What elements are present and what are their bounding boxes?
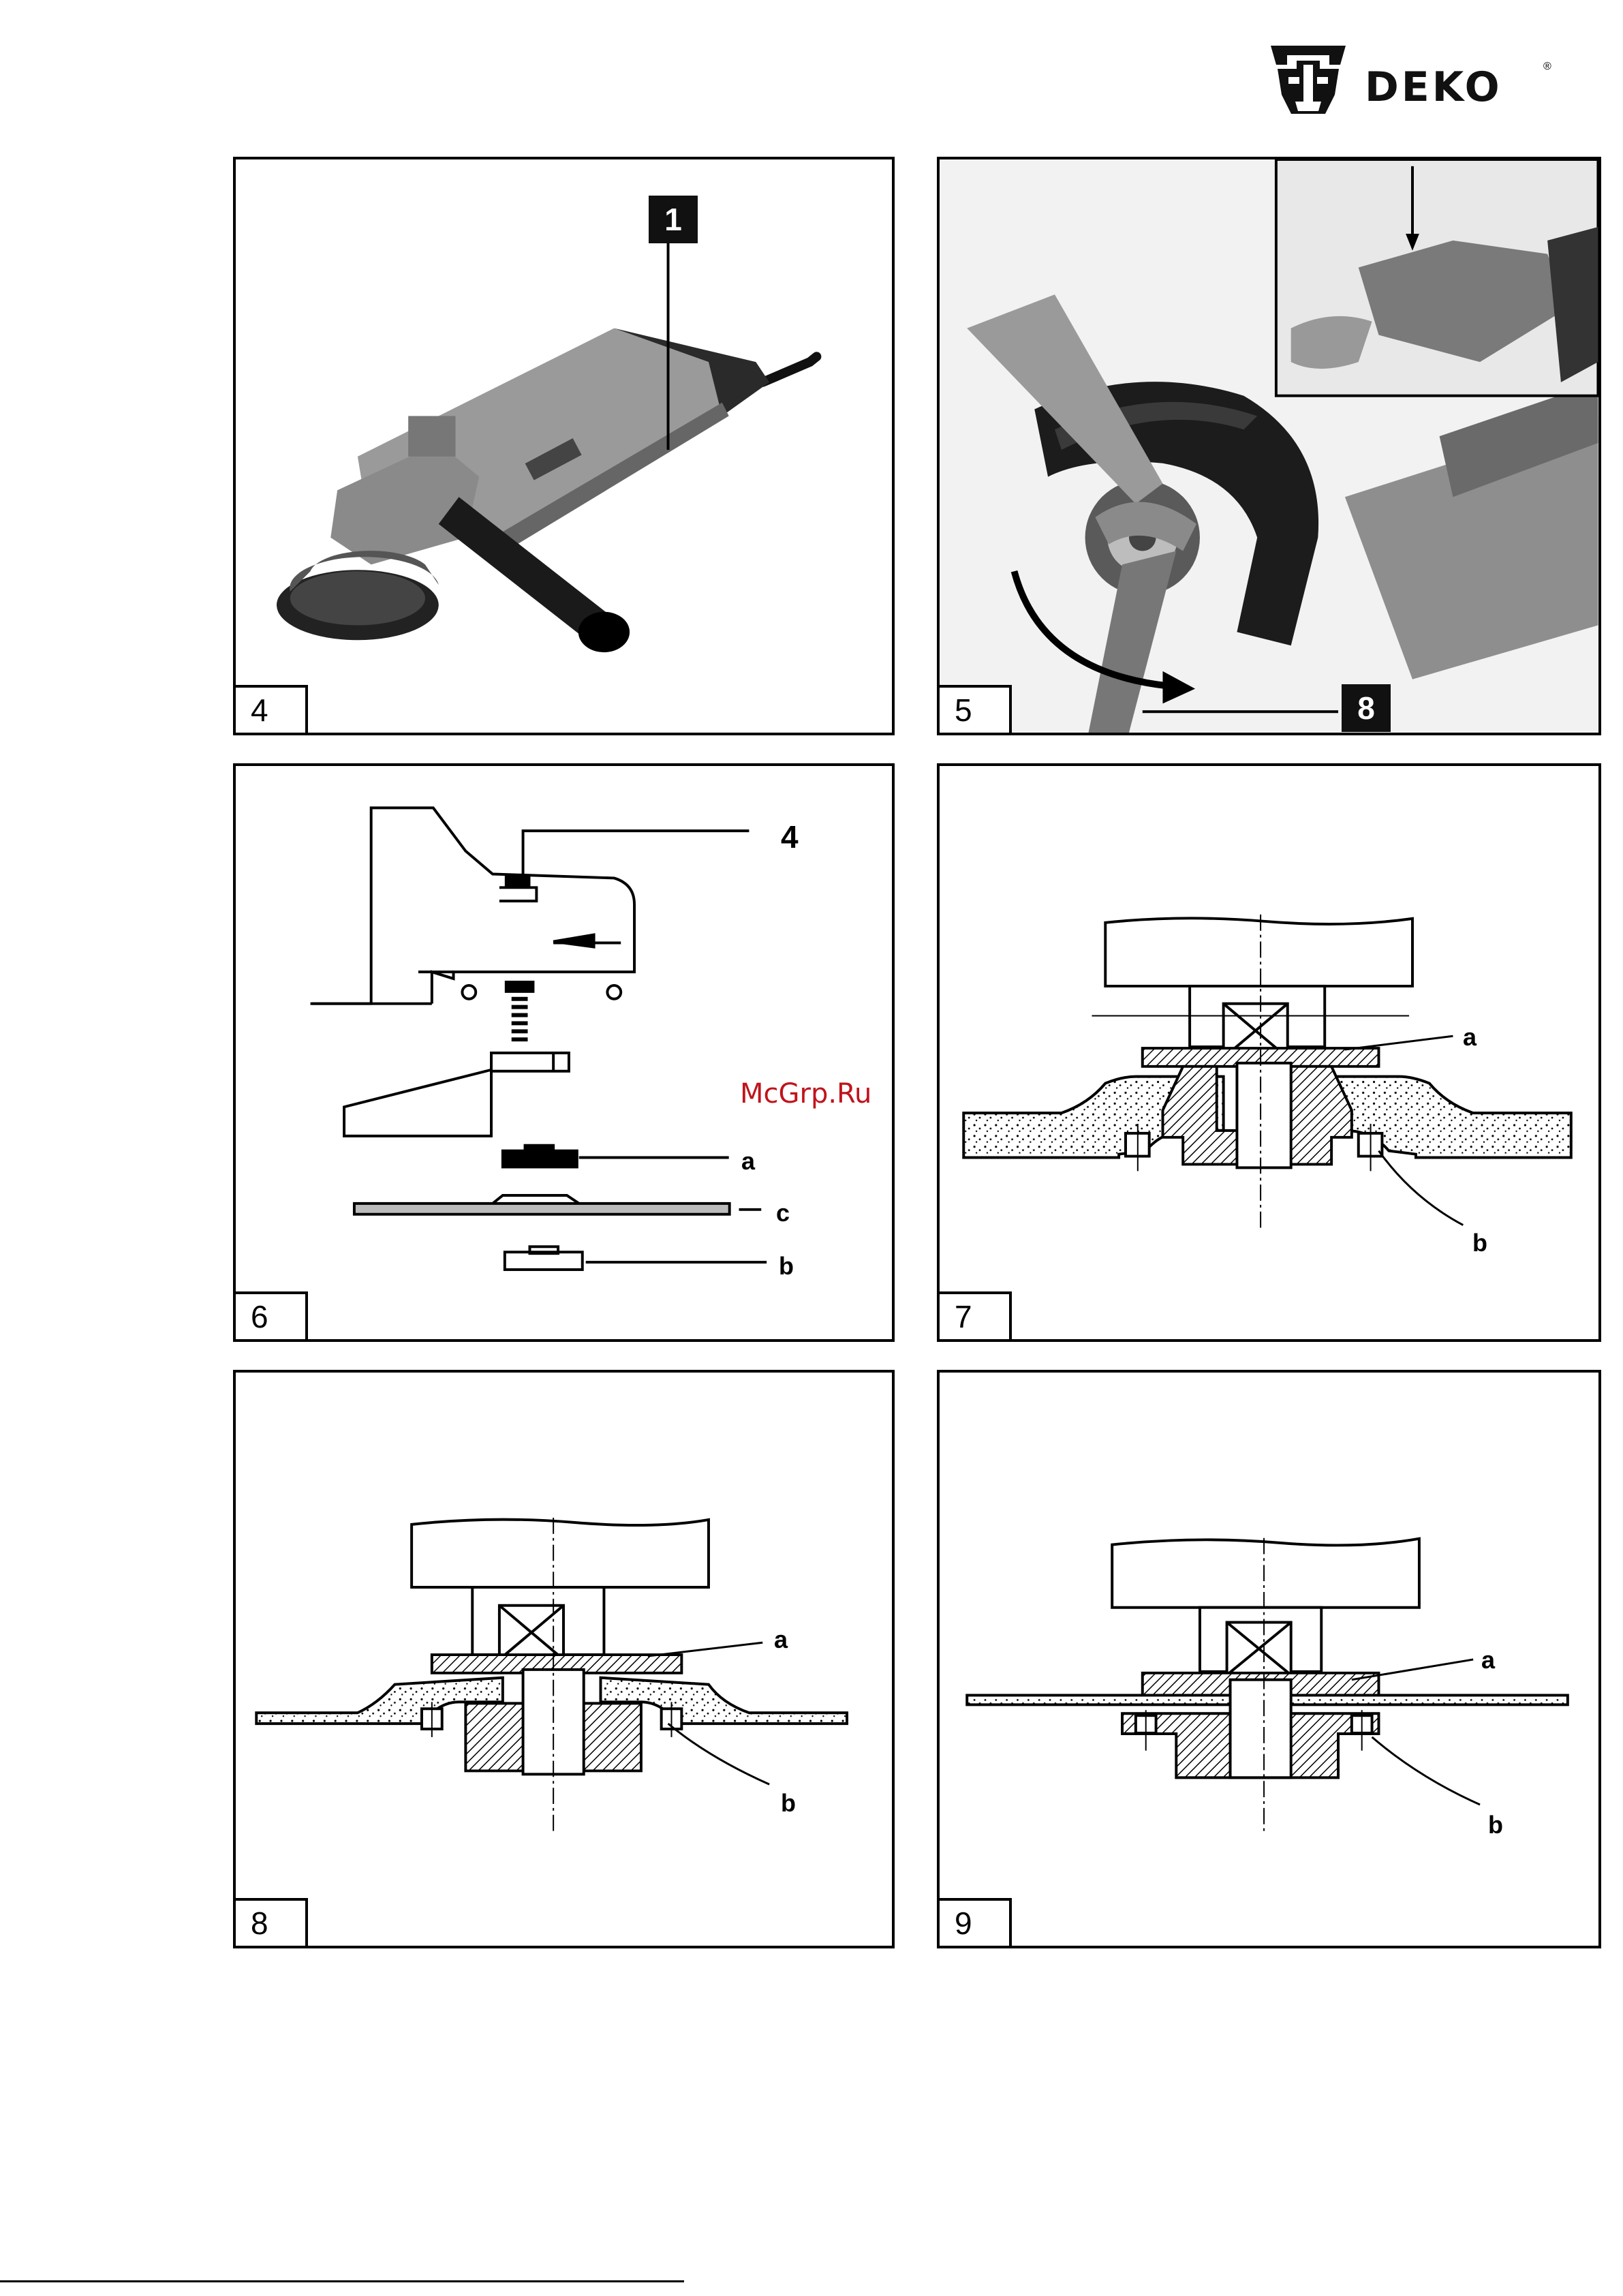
helmet-icon (1264, 37, 1352, 126)
figure-number: 7 (940, 1291, 1012, 1339)
figure-number: 5 (940, 685, 1012, 733)
wrench-disc-removal-photo (940, 159, 1598, 733)
label-b: b (1488, 1811, 1503, 1839)
label-a: a (774, 1626, 788, 1653)
label-a: a (1463, 1024, 1477, 1051)
figure-9-panel: a b 9 (937, 1370, 1601, 1948)
figure-number: 6 (236, 1291, 308, 1339)
figure-4-panel: 1 4 (233, 157, 895, 735)
label-b: b (781, 1790, 796, 1817)
figure-8-panel: a b 8 (233, 1370, 895, 1948)
brand-name: DEKO (1365, 63, 1502, 111)
label-a: a (741, 1148, 755, 1175)
label-c: c (776, 1199, 790, 1227)
figure-5-panel: 8 5 (937, 157, 1601, 735)
flat-grinding-disc-section (236, 1373, 892, 1946)
dished-disc-mounting-section (940, 766, 1598, 1339)
registered-mark: ® (1543, 61, 1551, 73)
callout-8: 8 (1342, 684, 1391, 732)
footer-rule (0, 2280, 684, 2282)
cutting-disc-section (940, 1373, 1598, 1946)
label-a: a (1481, 1647, 1495, 1674)
angle-grinder-illustration (236, 159, 892, 733)
figure-number: 4 (236, 685, 308, 733)
label-part-4: 4 (781, 823, 799, 851)
watermark: McGrp.Ru (740, 1078, 871, 1109)
callout-1: 1 (649, 196, 698, 243)
figure-number: 9 (940, 1898, 1012, 1946)
figure-number: 8 (236, 1898, 308, 1946)
brand-logo: DEKO ® (1264, 37, 1564, 126)
figure-6-panel: 4 a c b McGrp.Ru 6 (233, 763, 895, 1342)
label-b: b (779, 1253, 794, 1280)
label-b: b (1472, 1229, 1487, 1257)
figure-7-panel: a b 7 (937, 763, 1601, 1342)
